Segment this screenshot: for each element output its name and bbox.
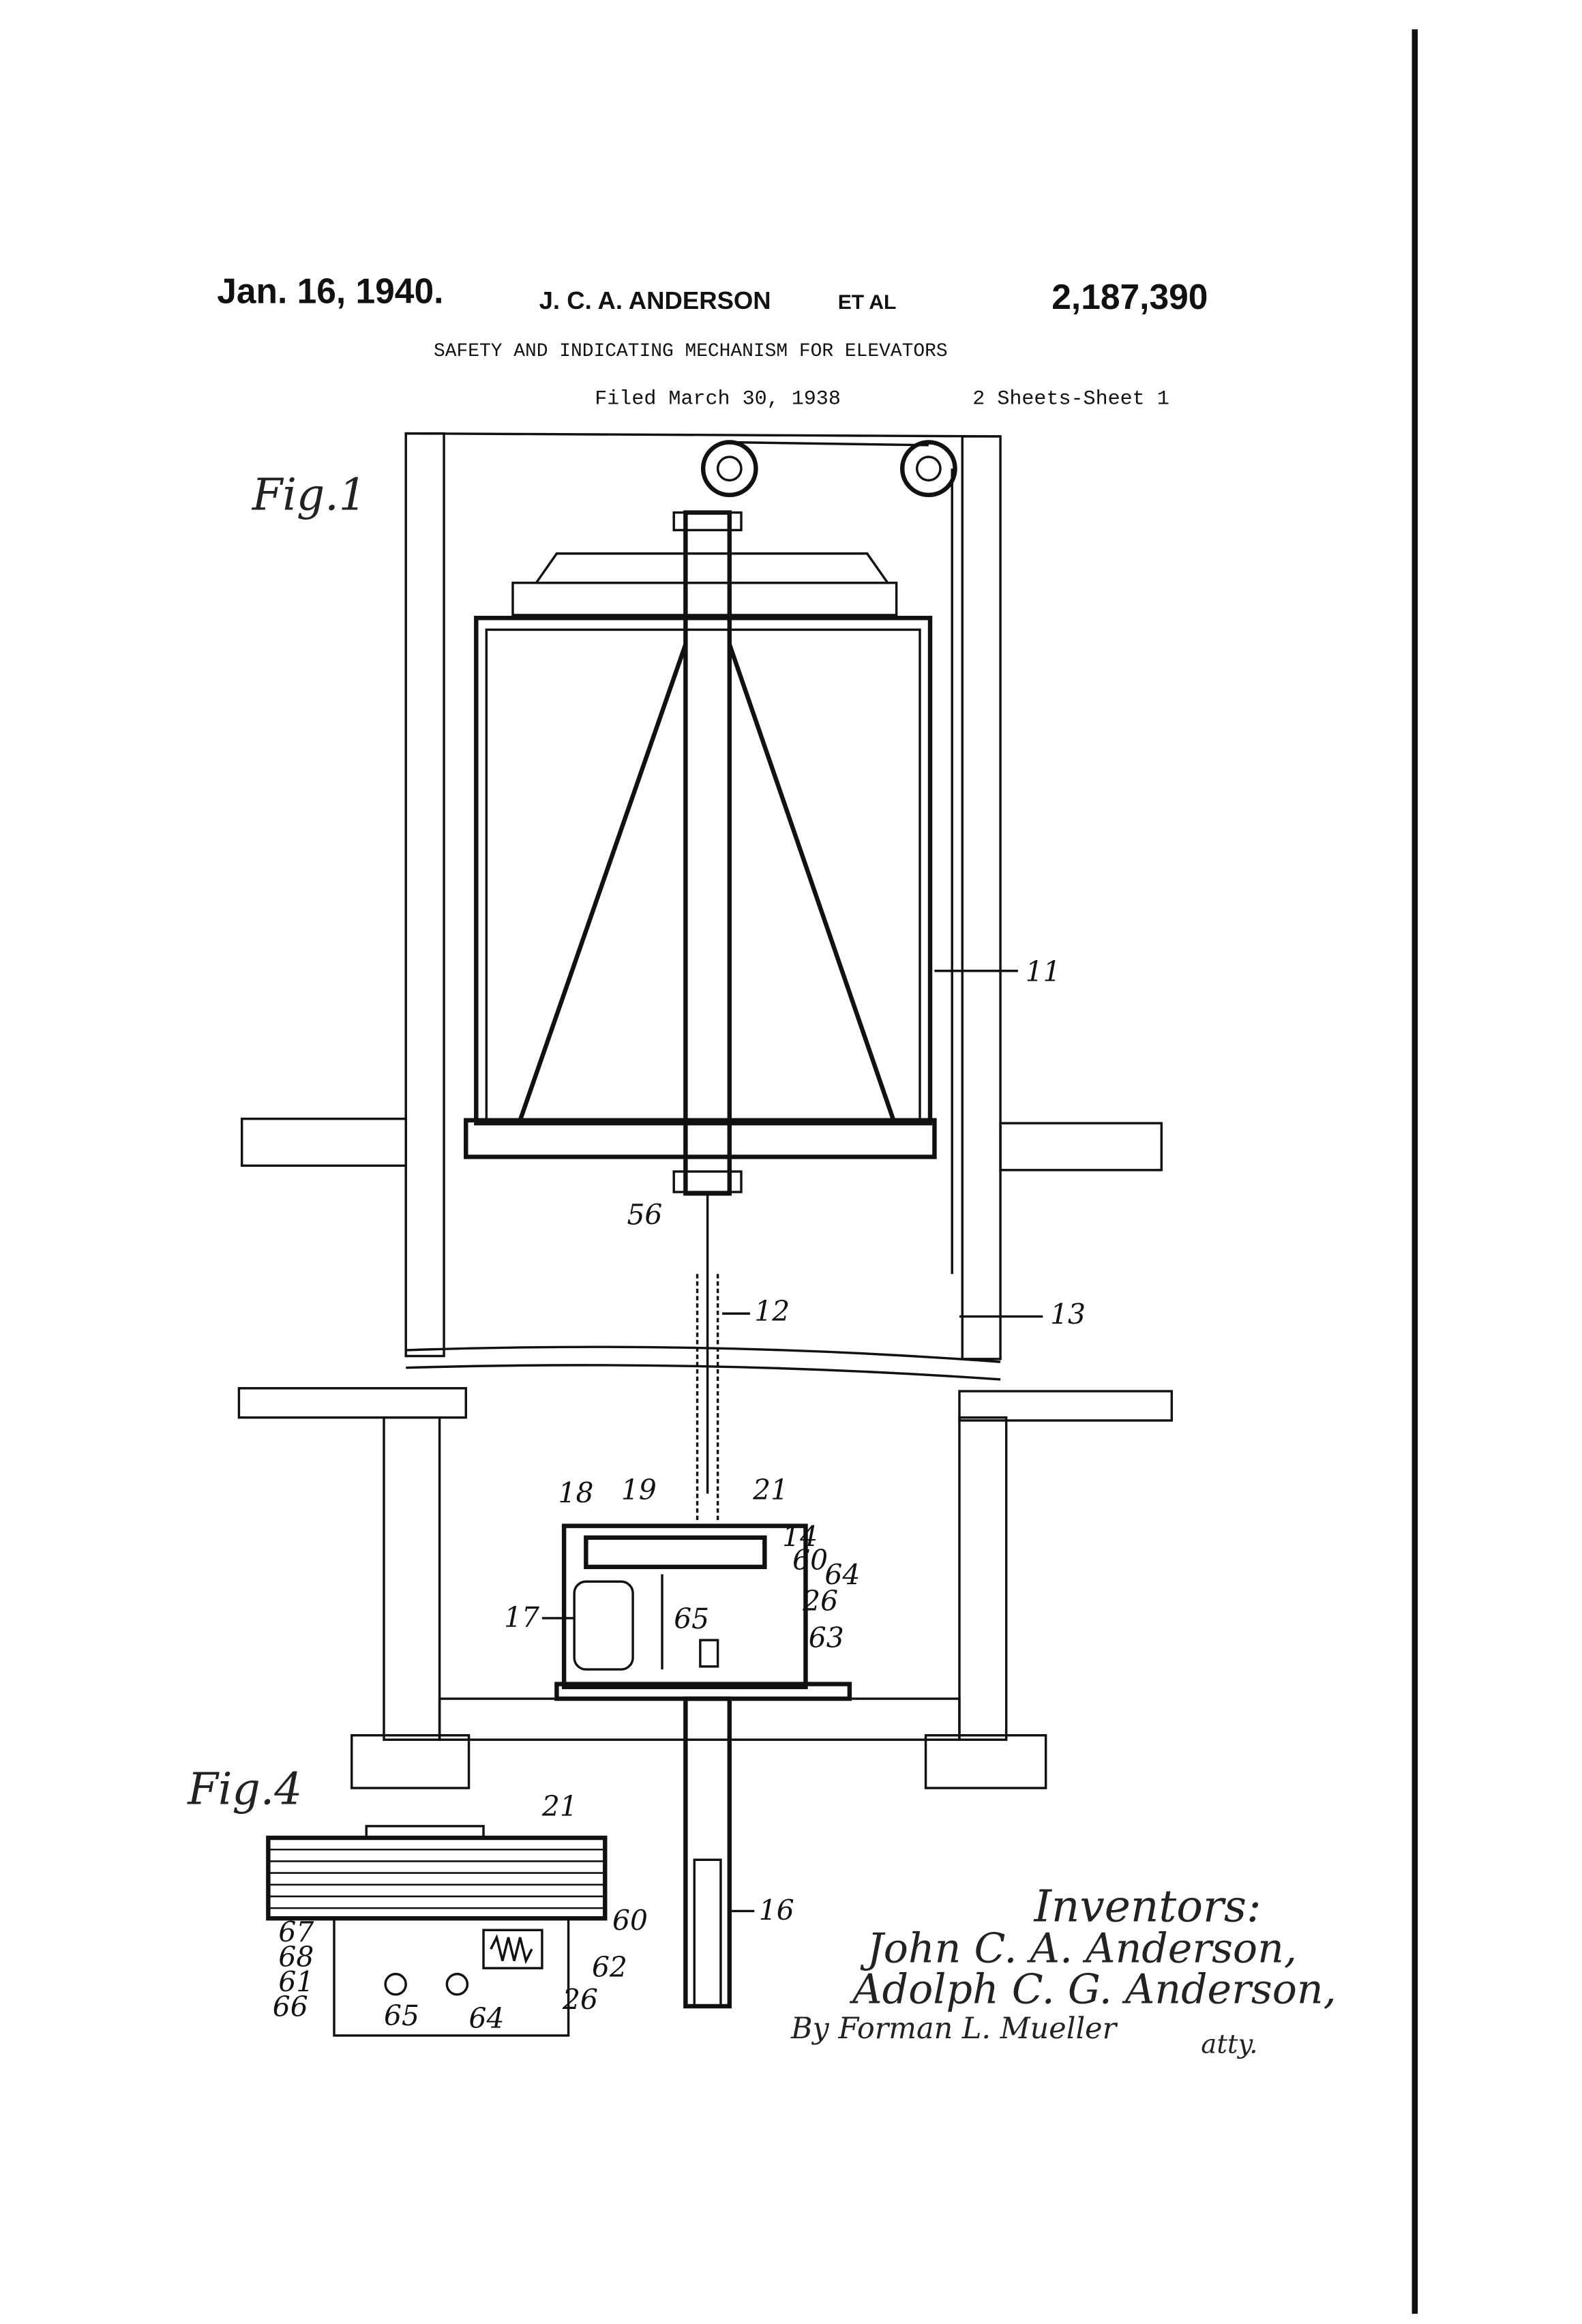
filed-date: Filed March 30, 1938 <box>595 388 841 411</box>
ref-19: 19 <box>621 1474 657 1506</box>
fig4-ref-62: 62 <box>592 1951 627 1984</box>
patent-title: SAFETY AND INDICATING MECHANISM FOR ELEV… <box>434 341 948 362</box>
patent-date: Jan. 16, 1940. <box>217 271 443 311</box>
sheet-count: 2 Sheets-Sheet 1 <box>972 388 1169 411</box>
patent-inventor: J. C. A. ANDERSON <box>539 286 771 314</box>
inventor-name-2: Adolph C. G. Anderson, <box>849 1966 1337 2014</box>
ref-63: 63 <box>809 1622 844 1654</box>
attorney-signature: By Forman L. Mueller <box>790 2012 1118 2046</box>
ref-13: 13 <box>1050 1298 1086 1330</box>
patent-et-al: ET AL <box>838 291 897 314</box>
ref-12: 12 <box>754 1295 790 1328</box>
fig4-ref-66: 66 <box>273 1991 308 2023</box>
ref-18: 18 <box>558 1476 594 1509</box>
ref-21: 21 <box>752 1474 788 1506</box>
ref-16: 16 <box>759 1894 794 1926</box>
figure-4: Fig.4 21 67 68 61 66 65 64 26 62 60 <box>187 1764 648 2036</box>
ref-26: 26 <box>802 1585 838 1618</box>
ref-11: 11 <box>1026 955 1061 988</box>
signature-block: Inventors: John C. A. Anderson, Adolph C… <box>790 1881 1337 2059</box>
patent-number: 2,187,390 <box>1051 277 1208 316</box>
fig4-ref-64: 64 <box>469 2002 505 2035</box>
ref-17: 17 <box>504 1601 539 1634</box>
fig4-ref-21: 21 <box>541 1790 578 1823</box>
ref-56: 56 <box>627 1198 662 1231</box>
fig4-ref-65: 65 <box>384 1999 419 2032</box>
fig4-ref-60: 60 <box>612 1904 648 1937</box>
fig4-ref-26: 26 <box>562 1983 598 2016</box>
fig1-label: Fig.1 <box>252 469 367 520</box>
ref-65: 65 <box>674 1603 709 1635</box>
ref-60: 60 <box>792 1544 828 1577</box>
figure-1: Fig.1 <box>239 434 1171 2006</box>
attorney-abbrev: atty. <box>1201 2029 1257 2060</box>
fig4-label: Fig.4 <box>187 1764 302 1815</box>
